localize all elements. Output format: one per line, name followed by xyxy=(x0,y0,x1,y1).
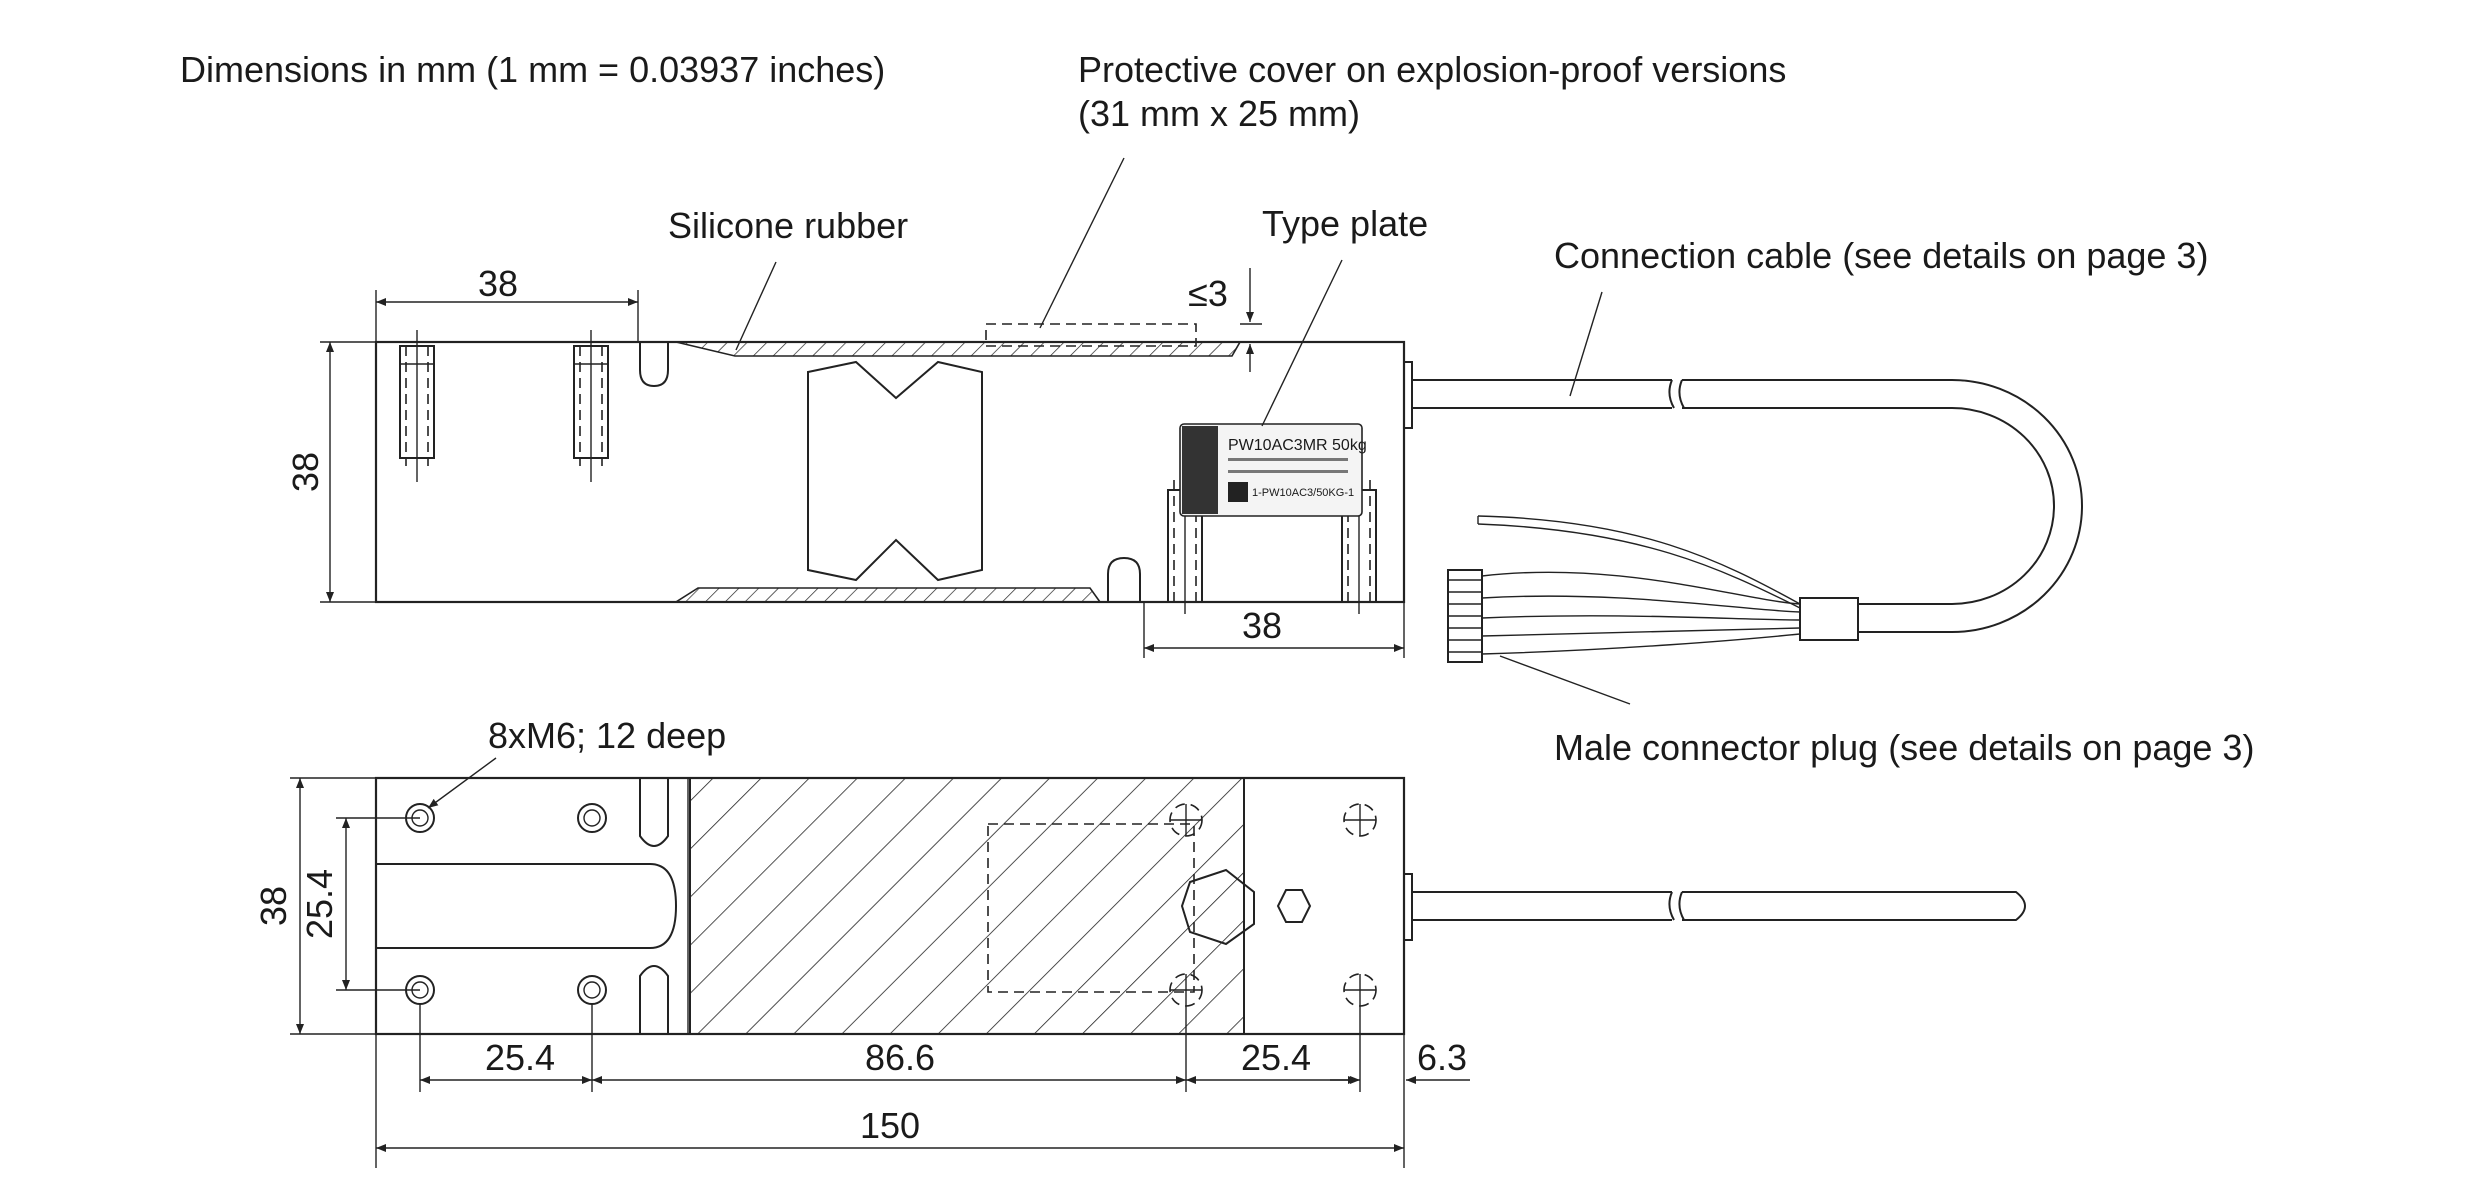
cover-note-line2: (31 mm x 25 mm) xyxy=(1078,93,1360,134)
male-connector-plug xyxy=(1447,569,1483,663)
side-cable-loop xyxy=(1682,379,2083,633)
side-cable-assembly xyxy=(1412,379,2083,663)
plan-hole-5 xyxy=(1169,803,1203,837)
label-connection-cable: Connection cable (see details on page 3) xyxy=(1554,235,2208,276)
dim-overall-length: 150 xyxy=(860,1105,920,1146)
dim-side-right-width: 38 xyxy=(1242,605,1282,646)
plan-hatched-area xyxy=(689,777,1245,1035)
dim-plan-height: 38 xyxy=(253,886,294,926)
plan-cover-outline xyxy=(987,823,1195,993)
label-threads: 8xM6; 12 deep xyxy=(488,715,726,756)
dim-plan-left-pitch: 25.4 xyxy=(485,1037,555,1078)
cable-sleeve xyxy=(1799,597,1859,641)
dim-side-top-width: 38 xyxy=(478,263,518,304)
plan-cable xyxy=(1412,891,2026,921)
plan-hole-7 xyxy=(1343,803,1377,837)
plan-hole-2 xyxy=(577,803,607,833)
leader-type-plate xyxy=(1261,259,1343,427)
dim-plan-hole-spacing: 25.4 xyxy=(299,869,340,939)
silicone-rubber-bottom xyxy=(673,587,1102,603)
side-threaded-hole-2 xyxy=(573,330,609,482)
plan-view-dimensions: 8xM6; 12 deep 38 25.4 25.4 86.6 25.4 6.3 xyxy=(253,715,1470,1168)
side-bending-beam-opening xyxy=(807,360,983,582)
leader-protective-cover xyxy=(1039,157,1125,329)
type-plate: PW10AC3MR 50kg 1-PW10AC3/50KG-1 xyxy=(1179,423,1367,517)
dim-side-height: 38 xyxy=(285,452,326,492)
label-silicone-rubber: Silicone rubber xyxy=(668,205,908,246)
dim-plan-center-span: 86.6 xyxy=(865,1037,935,1078)
silicone-rubber-top xyxy=(675,341,1242,357)
side-threaded-hole-1 xyxy=(399,330,435,482)
plan-view xyxy=(374,776,2026,1036)
plan-cable-gland xyxy=(1403,873,1413,941)
side-slot-right xyxy=(1107,556,1141,602)
type-plate-model: PW10AC3MR 50kg xyxy=(1228,437,1367,454)
leader-silicone-rubber xyxy=(735,261,777,351)
plan-hex-boss xyxy=(1180,868,1255,946)
leader-connector-plug xyxy=(1499,655,1631,705)
side-slot-left xyxy=(639,342,669,388)
side-view: PW10AC3MR 50kg 1-PW10AC3/50KG-1 xyxy=(374,323,1413,614)
dim-plan-right-pitch: 25.4 xyxy=(1241,1037,1311,1078)
units-note: Dimensions in mm (1 mm = 0.03937 inches) xyxy=(180,49,885,90)
protective-cover-outline xyxy=(985,323,1197,347)
side-view-dimensions: 38 38 ≤3 38 xyxy=(285,263,1405,658)
cover-note-line1: Protective cover on explosion-proof vers… xyxy=(1078,49,1786,90)
leader-connection-cable xyxy=(1569,291,1603,397)
label-connector-plug: Male connector plug (see details on page… xyxy=(1554,727,2254,768)
plan-slot xyxy=(376,863,678,949)
side-cable-gland xyxy=(1403,361,1413,429)
plan-small-hex xyxy=(1276,889,1312,923)
leader-threads xyxy=(427,757,497,809)
side-view-annotations: Silicone rubber Type plate Connection ca… xyxy=(668,157,2254,768)
type-plate-part-no: 1-PW10AC3/50KG-1 xyxy=(1252,487,1354,499)
dim-plan-end-offset: 6.3 xyxy=(1417,1037,1467,1078)
label-type-plate: Type plate xyxy=(1262,203,1428,244)
dim-cover-max: ≤3 xyxy=(1188,273,1228,314)
qr-code-icon xyxy=(1228,482,1248,502)
